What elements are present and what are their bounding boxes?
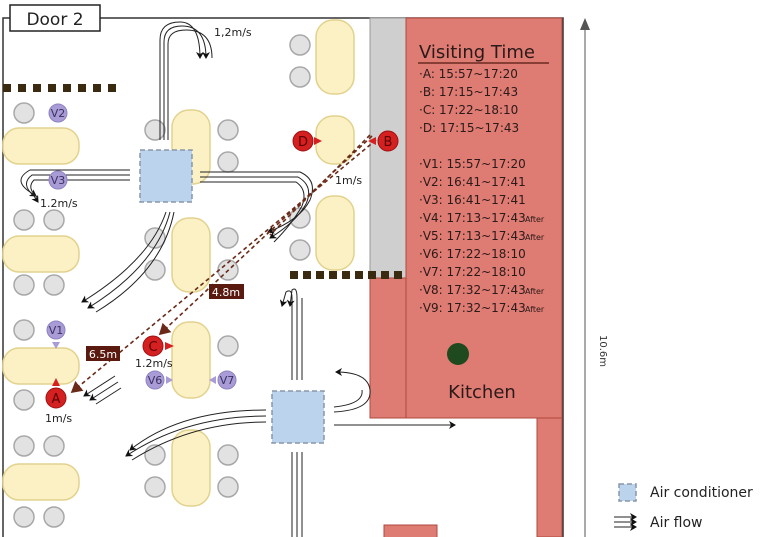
visiting-time-entry: ·V5: 17:13~17:43 (419, 229, 526, 243)
speed-label-b: 1m/s (335, 174, 362, 187)
kitchen-counter (369, 277, 407, 419)
svg-text:D: D (298, 135, 308, 150)
svg-text:Air flow: Air flow (650, 515, 703, 531)
visiting-time-entry: ·B: 17:15~17:43 (419, 85, 518, 99)
air-flow-lines (20, 21, 456, 537)
kitchen-label: Kitchen (448, 382, 516, 403)
transmission-paths (70, 134, 377, 394)
svg-text:B: B (384, 135, 393, 150)
svg-text:C: C (148, 340, 157, 355)
air-conditioner-legend-icon (618, 483, 637, 502)
visitor-v2: V2 (48, 103, 68, 123)
speed-label-a: 1m/s (45, 412, 72, 425)
svg-text:A: A (52, 392, 61, 407)
visitor-v7: V7 (209, 370, 237, 390)
svg-text:Air conditioner: Air conditioner (650, 485, 753, 501)
person-b: B (368, 130, 399, 152)
svg-text:6.5m: 6.5m (89, 348, 117, 361)
dimension-label: 10.6m (597, 335, 608, 367)
svg-text:V3: V3 (51, 174, 66, 187)
visitor-v6: V6 (145, 370, 173, 390)
air-conditioner-1 (139, 149, 193, 203)
outer-wall (2, 17, 564, 537)
svg-text:V6: V6 (148, 374, 163, 387)
visiting-time-entry: ·C: 17:22~18:10 (419, 103, 518, 117)
visiting-time-entry: ·V6: 17:22~18:10 (419, 247, 526, 261)
svg-text:V2: V2 (51, 107, 66, 120)
person-a: A (45, 378, 67, 409)
visiting-time-entry: ·V9: 17:32~17:43 (419, 301, 526, 315)
air-flow-legend-icon (614, 513, 637, 531)
door-2: Door 2 (9, 4, 101, 32)
visiting-time-note: After (525, 233, 545, 242)
visiting-time-entry: ·A: 15:57~17:20 (419, 67, 518, 81)
visiting-time-entry: ·V4: 17:13~17:43 (419, 211, 526, 225)
visitor-v1: V1 (46, 320, 66, 349)
distance-label-4.8m: 4.8m (209, 284, 244, 299)
visiting-time-entry: ·V7: 17:22~18:10 (419, 265, 526, 279)
kitchen-block (383, 524, 438, 537)
visiting-time-title: Visiting Time (419, 42, 535, 63)
legend: Air conditioner Air flow (614, 483, 753, 531)
visiting-time-entry: ·D: 17:15~17:43 (419, 121, 519, 135)
door-label: Door 2 (26, 10, 83, 30)
person-c: C (142, 335, 174, 357)
kitchen-marker (447, 343, 469, 365)
visiting-time-entry: ·V8: 17:32~17:43 (419, 283, 526, 297)
air-conditioner-2 (271, 390, 325, 444)
visiting-time-panel: Visiting Time ·A: 15:57~17:20 ·B: 17:15~1… (418, 42, 549, 315)
visitor-v3: V3 (48, 170, 68, 190)
distance-label-6.5m: 6.5m (86, 346, 120, 361)
person-d: D (292, 130, 322, 152)
speed-label-left: 1.2m/s (40, 197, 78, 210)
visiting-time-entry: ·V1: 15:57~17:20 (419, 157, 526, 171)
svg-text:V7: V7 (220, 374, 235, 387)
svg-text:V1: V1 (49, 324, 64, 337)
visiting-time-entry: ·V2: 16:41~17:41 (419, 175, 526, 189)
visiting-time-note: After (525, 287, 545, 296)
kitchen-strip (536, 417, 563, 537)
kitchen-area (405, 17, 563, 419)
arrow-up-icon (580, 18, 590, 30)
svg-text:4.8m: 4.8m (212, 286, 240, 299)
visiting-time-entry: ·V3: 16:41~17:41 (419, 193, 526, 207)
visiting-time-note: After (525, 305, 545, 314)
speed-label-top: 1,2m/s (214, 26, 252, 39)
visiting-time-note: After (525, 215, 545, 224)
speed-label-c: 1.2m/s (135, 357, 173, 370)
